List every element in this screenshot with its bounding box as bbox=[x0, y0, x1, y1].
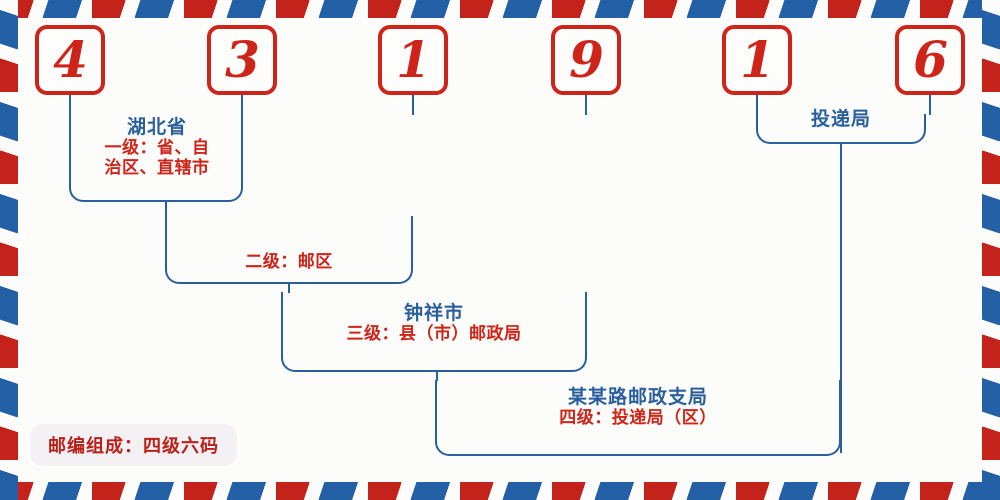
level-1-description: 一级：省、自 bbox=[104, 138, 210, 158]
postal-composition-badge: 邮编组成：四级六码 bbox=[30, 424, 237, 466]
digit-value-5: 1 bbox=[740, 30, 775, 89]
digit-value-3: 1 bbox=[396, 30, 431, 89]
level-4-description: 四级：投递局（区） bbox=[559, 408, 717, 428]
digit-card-1[interactable]: 4 bbox=[35, 25, 105, 95]
level-3-location: 钟祥市 bbox=[403, 302, 464, 324]
digit-card-6[interactable]: 6 bbox=[895, 25, 965, 95]
airmail-border-bottom bbox=[0, 482, 1000, 500]
digit-card-5[interactable]: 1 bbox=[722, 25, 792, 95]
digit-value-4: 9 bbox=[569, 30, 604, 89]
digit-card-2[interactable]: 3 bbox=[207, 25, 277, 95]
level-2-description: 二级：邮区 bbox=[245, 252, 333, 271]
airmail-border-right bbox=[982, 0, 1000, 500]
label-delivery-office: 投递局 bbox=[756, 108, 926, 130]
label-level-2: 二级：邮区 bbox=[165, 252, 413, 272]
level-1-location: 湖北省 bbox=[126, 116, 187, 138]
digit-value-2: 3 bbox=[225, 30, 260, 89]
delivery-office-location: 投递局 bbox=[810, 108, 871, 130]
stem-digit-3 bbox=[412, 95, 414, 115]
bracket-level-2 bbox=[165, 216, 413, 284]
digit-card-4[interactable]: 9 bbox=[551, 25, 621, 95]
stem-digit-2 bbox=[241, 95, 243, 115]
level-1-description-line2: 治区、直辖市 bbox=[104, 158, 210, 178]
level-4-location: 某某路邮政支局 bbox=[567, 386, 708, 408]
stem-digit-1 bbox=[69, 95, 71, 115]
stem-digit-6 bbox=[929, 95, 931, 115]
airmail-border-left bbox=[0, 0, 18, 500]
stem-level-1-to-2 bbox=[165, 201, 167, 217]
label-level-3: 钟祥市 三级：县（市）邮政局 bbox=[281, 302, 587, 344]
digit-card-3[interactable]: 1 bbox=[378, 25, 448, 95]
digit-value-6: 6 bbox=[913, 30, 948, 89]
airmail-border-top bbox=[0, 0, 1000, 18]
label-level-4: 某某路邮政支局 四级：投递局（区） bbox=[435, 386, 841, 428]
label-level-1: 湖北省 一级：省、自 治区、直辖市 bbox=[82, 116, 232, 179]
level-3-description: 三级：县（市）邮政局 bbox=[346, 324, 522, 344]
digit-value-1: 4 bbox=[53, 30, 88, 89]
stem-digit-4 bbox=[585, 95, 587, 115]
